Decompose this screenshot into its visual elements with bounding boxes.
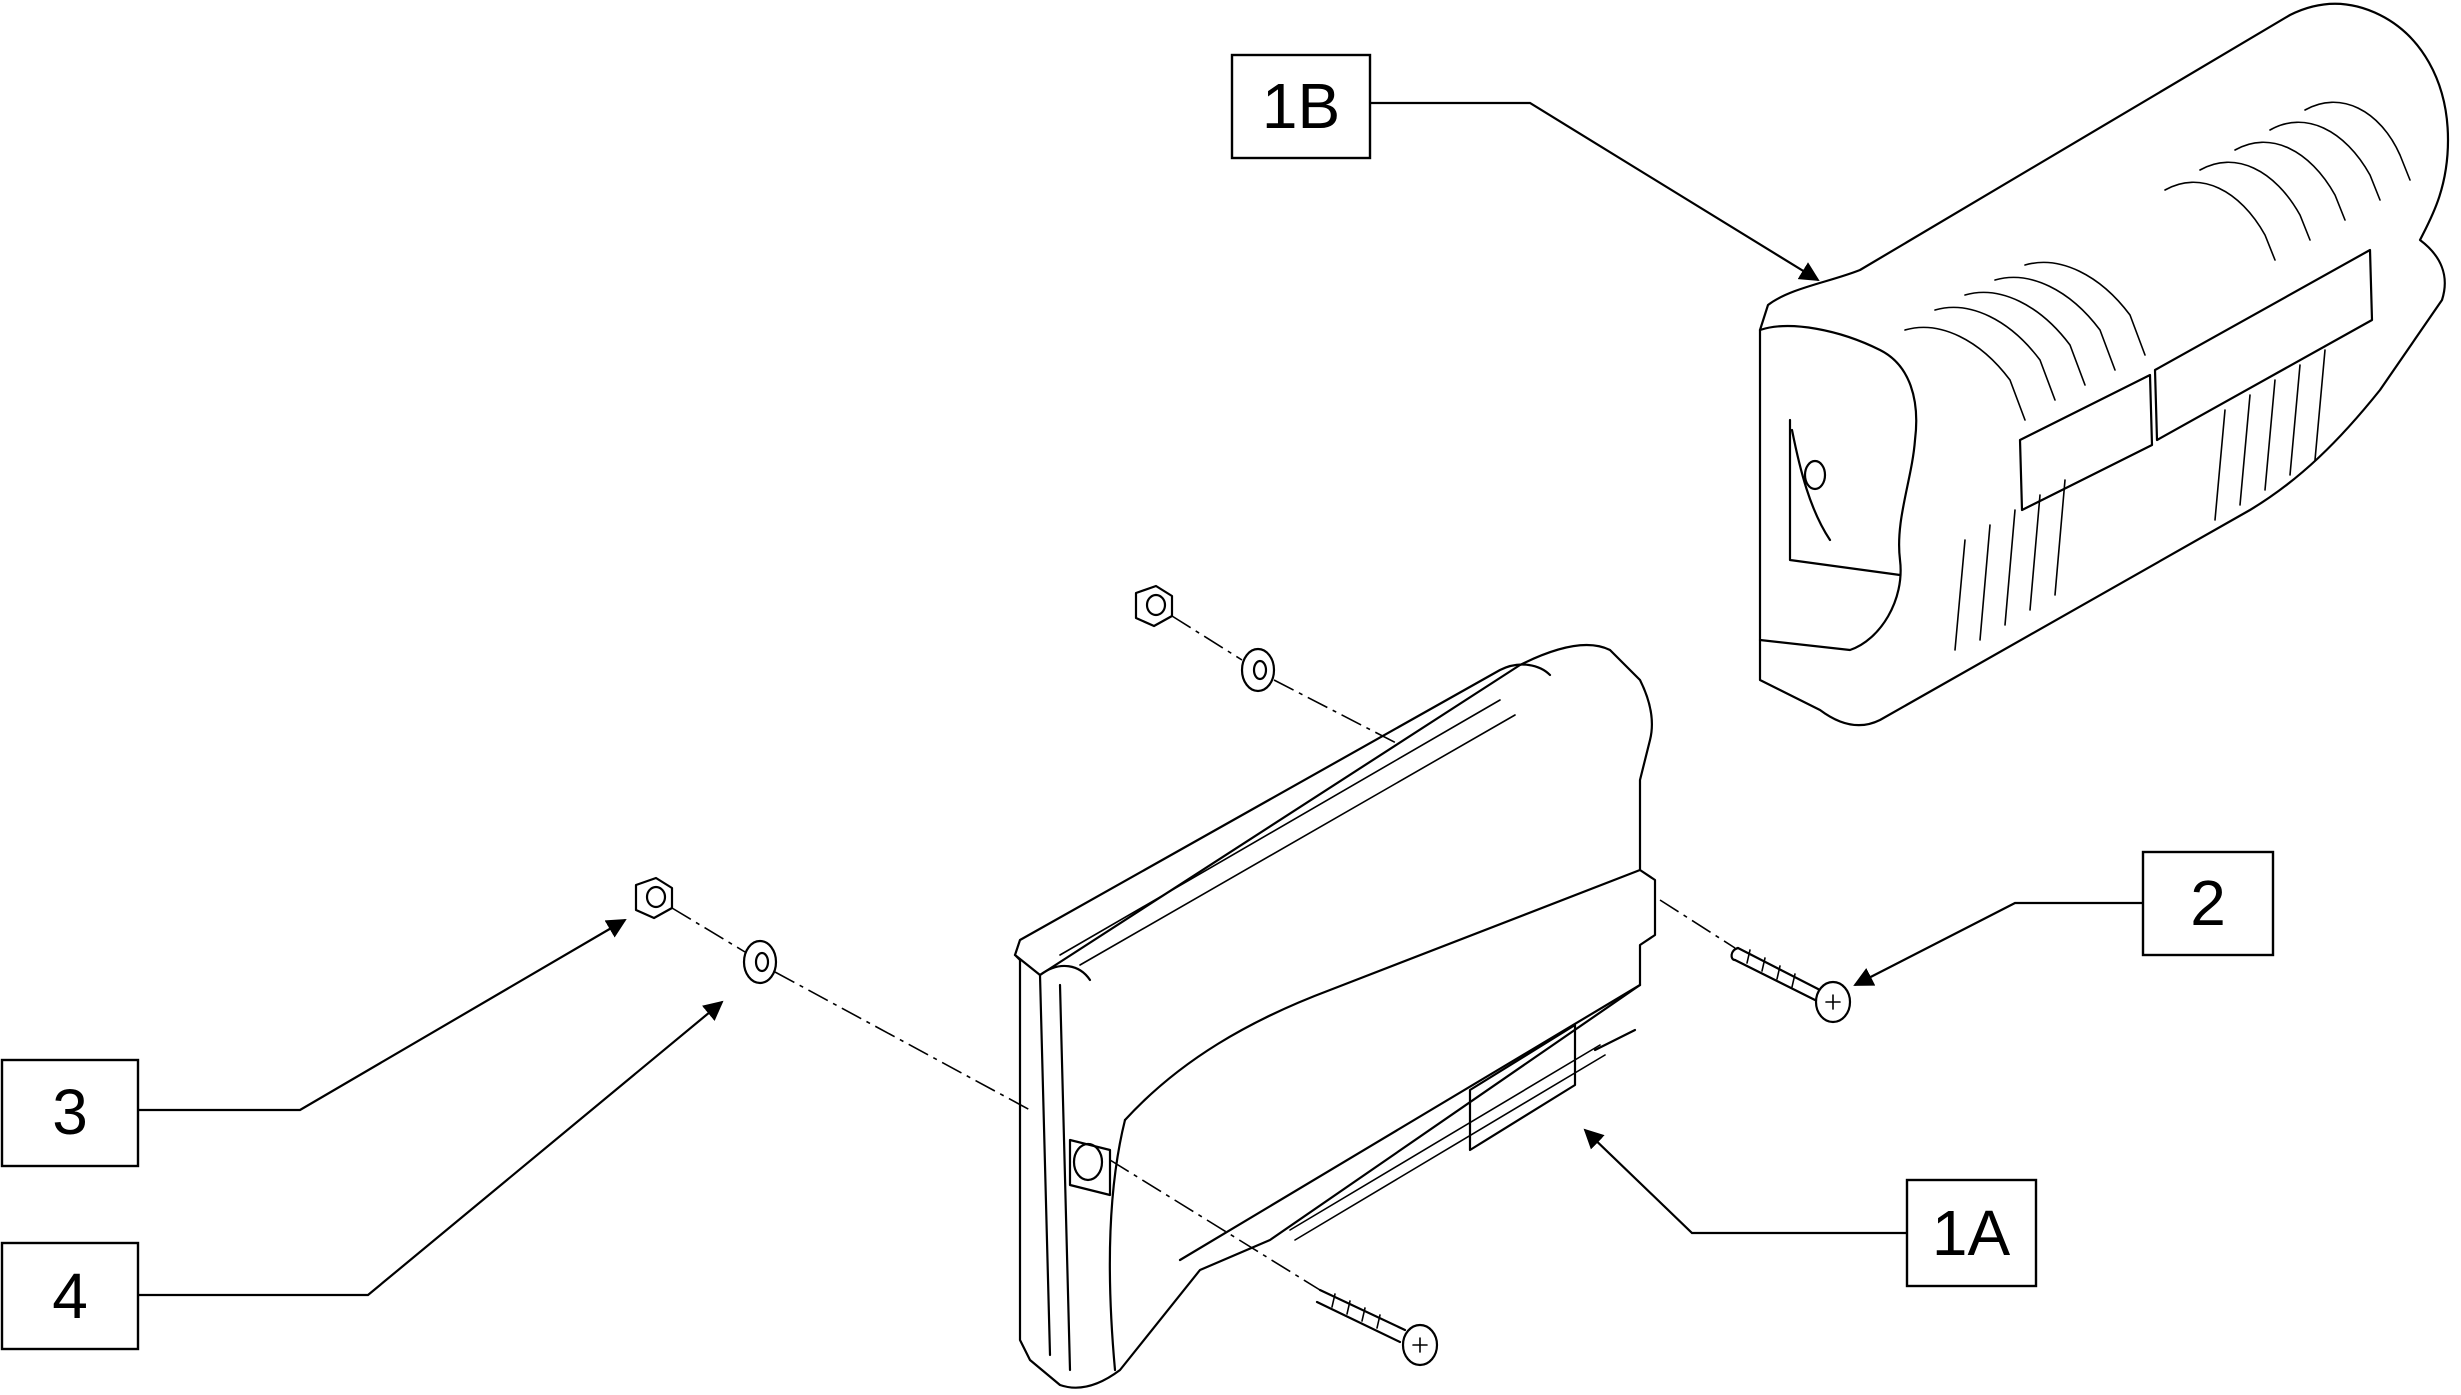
part-1a-controller: [1013, 643, 1657, 1389]
callout-2: 2: [2141, 850, 2275, 957]
part-4-washer: [742, 939, 778, 985]
part-3-nut: [634, 876, 674, 920]
part-1b-cover: [1758, 2, 2450, 727]
callout-4-text: 4: [52, 1260, 88, 1332]
upper-nut: [1134, 584, 1174, 628]
bottom-screw: [1315, 1288, 1439, 1367]
callout-1b: 1B: [1230, 53, 1372, 160]
assembly-centerlines: [671, 615, 1736, 1291]
upper-washer: [1240, 647, 1276, 693]
callout-3: 3: [0, 1058, 140, 1168]
callout-1b-text: 1B: [1262, 70, 1340, 142]
callout-4: 4: [0, 1241, 140, 1351]
leader-lines: [138, 101, 2143, 1297]
callout-1a-text: 1A: [1932, 1197, 2011, 1269]
part-2-screw: [1730, 946, 1852, 1024]
callout-3-text: 3: [52, 1076, 88, 1148]
callout-2-text: 2: [2190, 867, 2226, 939]
callout-1a: 1A: [1905, 1178, 2038, 1288]
